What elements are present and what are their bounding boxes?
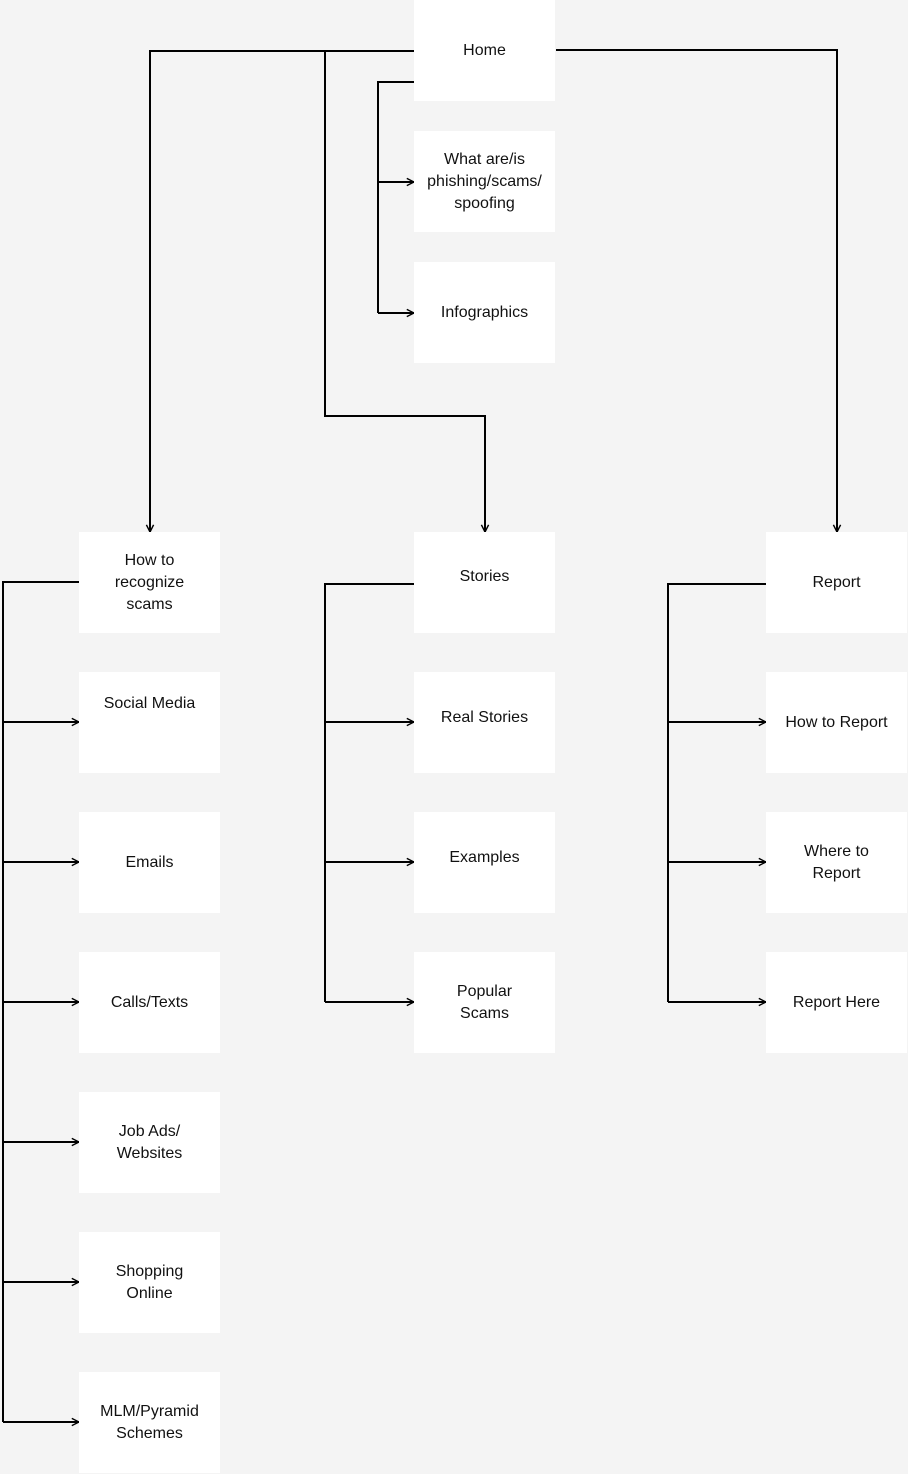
node-real-stories-label: Real Stories bbox=[440, 708, 529, 726]
edge-report-trunk bbox=[667, 583, 766, 1002]
node-job-ads: Job Ads/ Websites bbox=[79, 1092, 220, 1193]
node-job-ads-label: Job Ads/ Websites bbox=[116, 1122, 183, 1162]
node-examples-label: Examples bbox=[449, 848, 520, 866]
node-emails: Emails bbox=[79, 812, 220, 913]
node-what-is: What are/is phishing/scams/ spoofing bbox=[414, 131, 555, 232]
node-report-label: Report bbox=[812, 573, 861, 591]
node-social-media: Social Media bbox=[79, 672, 220, 773]
node-emails-label: Emails bbox=[125, 853, 174, 871]
node-calls-texts: Calls/Texts bbox=[79, 952, 220, 1053]
edge-stories-trunk bbox=[324, 583, 414, 1002]
edge-home-recognize bbox=[150, 50, 414, 532]
node-report: Report bbox=[766, 532, 907, 633]
node-stories-label: Stories bbox=[459, 568, 510, 585]
node-popular-scams: Popular Scams bbox=[414, 952, 555, 1053]
node-real-stories: Real Stories bbox=[414, 672, 555, 773]
node-where-to-report: Where to Report bbox=[766, 812, 907, 913]
node-popular-scams-label: Popular Scams bbox=[456, 982, 513, 1022]
edge-home-stories bbox=[324, 51, 485, 532]
node-report-here: Report Here bbox=[766, 952, 907, 1053]
node-social-media-label: Social Media bbox=[103, 695, 196, 712]
node-calls-texts-label: Calls/Texts bbox=[110, 993, 189, 1011]
node-how-to-report: How to Report bbox=[766, 672, 907, 773]
node-infographics-label: Infographics bbox=[440, 303, 529, 321]
node-infographics: Infographics bbox=[414, 262, 555, 363]
node-how-to-report-label: How to Report bbox=[785, 713, 888, 731]
node-report-here-label: Report Here bbox=[792, 993, 881, 1011]
node-home-label: Home bbox=[463, 41, 506, 59]
edge-home-report bbox=[556, 49, 837, 532]
node-mlm: MLM/Pyramid Schemes bbox=[79, 1372, 220, 1473]
node-shopping-label: Shopping Online bbox=[115, 1262, 184, 1302]
edge-home-trunk bbox=[377, 81, 414, 313]
node-what-is-label: What are/is phishing/scams/ spoofing bbox=[427, 150, 542, 212]
node-mlm-label: MLM/Pyramid Schemes bbox=[100, 1402, 199, 1442]
node-examples: Examples bbox=[414, 812, 555, 913]
node-where-to-report-label: Where to Report bbox=[804, 842, 869, 882]
node-home: Home bbox=[414, 0, 555, 101]
node-shopping: Shopping Online bbox=[79, 1232, 220, 1333]
node-stories: Stories bbox=[414, 532, 555, 633]
node-recognize-label: How to recognize scams bbox=[114, 551, 185, 613]
node-recognize: How to recognize scams bbox=[79, 532, 220, 633]
